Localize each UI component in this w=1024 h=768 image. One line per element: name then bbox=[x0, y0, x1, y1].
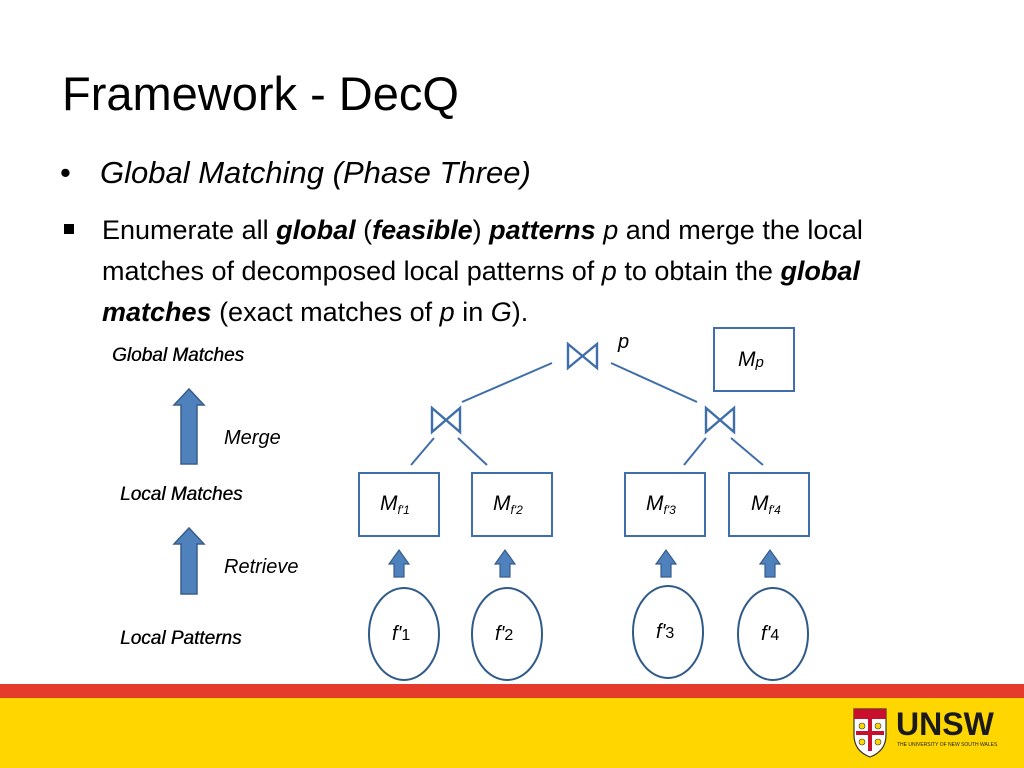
sub-bullet-segment: p bbox=[439, 297, 455, 327]
local-match-label-3: Mf'3 bbox=[646, 492, 676, 517]
local-match-box-3 bbox=[624, 472, 706, 537]
top-join-icon bbox=[566, 341, 599, 371]
level-label-local-patterns: Local Patterns bbox=[120, 628, 242, 649]
local-pattern-label-4: f'4 bbox=[761, 623, 780, 645]
level-label-local-matches: Local Matches bbox=[120, 484, 243, 505]
bullet-text: Global Matching (Phase Three) bbox=[100, 155, 531, 190]
left-join-icon bbox=[430, 405, 462, 435]
local-pattern-label-2: f'2 bbox=[495, 623, 514, 645]
sub-bullet-segment: global bbox=[276, 215, 356, 245]
global-match-box bbox=[713, 327, 795, 392]
unsw-subtitle: THE UNIVERSITY OF NEW SOUTH WALES bbox=[897, 742, 998, 748]
sub-bullet-segment: ). bbox=[511, 297, 529, 327]
right-join-icon bbox=[704, 405, 736, 435]
sub-bullet-segment: Enumerate all bbox=[102, 215, 277, 245]
sub-bullet-segment: p bbox=[601, 256, 617, 286]
step-label-retrieve: Retrieve bbox=[224, 556, 299, 578]
sub-bullet-segment: (exact matches of bbox=[211, 297, 440, 327]
footer-yellow-band bbox=[0, 698, 1024, 768]
bullet-symbol: • bbox=[60, 155, 71, 190]
slide-title: Framework - DecQ bbox=[62, 67, 459, 120]
local-pattern-ellipse-1 bbox=[368, 587, 440, 681]
square-bullet-icon bbox=[64, 224, 74, 234]
local-match-box-4 bbox=[728, 472, 810, 537]
local-match-label-4: Mf'4 bbox=[751, 492, 781, 517]
local-pattern-ellipse-2 bbox=[471, 587, 543, 681]
sub-bullet-segment: G bbox=[490, 297, 512, 327]
pattern-p-label: p bbox=[618, 331, 630, 353]
unsw-crest-icon bbox=[853, 708, 887, 758]
sub-bullet-segment: in bbox=[454, 297, 491, 327]
merge-arrow-icon bbox=[172, 387, 206, 465]
sub-bullet-segment: p bbox=[603, 215, 619, 245]
global-match-label: Mp bbox=[738, 348, 764, 371]
local-match-label-2: Mf'2 bbox=[493, 492, 523, 517]
sub-bullet-segment: to obtain the bbox=[616, 256, 781, 286]
sub-bullet-text: Enumerate all global (feasible) patterns… bbox=[102, 210, 962, 333]
small-up-arrow-icon bbox=[493, 548, 517, 578]
sub-bullet-segment: global matches bbox=[102, 256, 860, 327]
small-up-arrow-icon bbox=[758, 548, 782, 578]
step-label-merge: Merge bbox=[224, 427, 281, 449]
sub-bullet-segment: and merge the local matches of decompose… bbox=[102, 215, 863, 286]
decq-diagram bbox=[172, 327, 810, 681]
unsw-logo: UNSW THE UNIVERSITY OF NEW SOUTH WALES bbox=[850, 704, 1010, 760]
local-pattern-ellipse-3 bbox=[632, 585, 704, 679]
retrieve-arrow-icon bbox=[172, 526, 206, 595]
sub-bullet-segment: feasible bbox=[372, 215, 473, 245]
footer-red-stripe bbox=[0, 684, 1024, 698]
sub-bullet-segment: ( bbox=[355, 215, 373, 245]
local-pattern-label-3: f'3 bbox=[656, 621, 675, 643]
local-match-label-1: Mf'1 bbox=[380, 492, 410, 517]
local-pattern-ellipse-4 bbox=[737, 587, 809, 681]
local-match-box-2 bbox=[471, 472, 553, 537]
unsw-wordmark: UNSW bbox=[896, 706, 994, 742]
local-match-box-1 bbox=[358, 472, 440, 537]
local-pattern-label-1: f'1 bbox=[392, 623, 411, 645]
small-up-arrow-icon bbox=[387, 548, 411, 578]
small-up-arrow-icon bbox=[654, 548, 678, 578]
sub-bullet-segment: ) bbox=[472, 215, 490, 245]
tree-edges bbox=[410, 362, 764, 466]
sub-bullet-segment: patterns bbox=[489, 215, 596, 245]
level-label-global-matches: Global Matches bbox=[112, 345, 245, 366]
